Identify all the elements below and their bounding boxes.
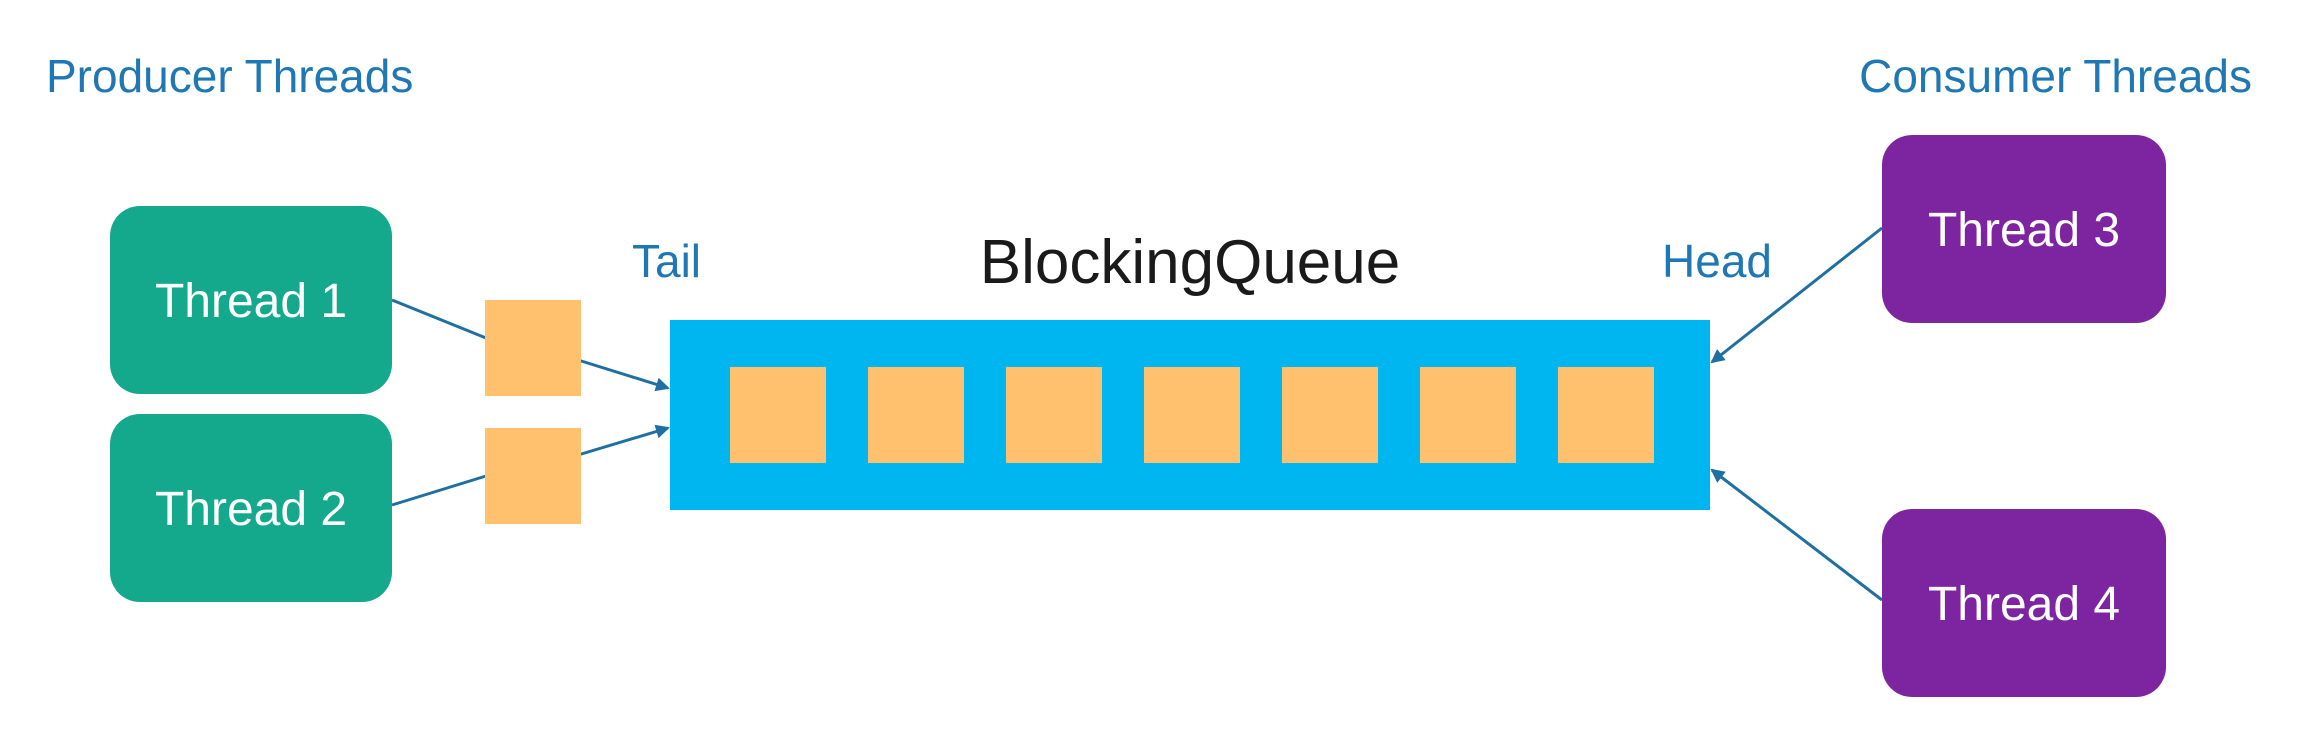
- queue-item: [1420, 367, 1516, 463]
- producer-thread-2-label: Thread 2: [155, 483, 347, 536]
- consumer-thread-3: Thread 3: [1882, 135, 2166, 323]
- queue-item: [1144, 367, 1240, 463]
- thread-2-to-item-arrow: [391, 474, 487, 507]
- producer-thread-1-box: [110, 206, 392, 394]
- pending-item: [485, 428, 581, 524]
- item-2-to-tail-arrow: [577, 424, 670, 457]
- pending-items: [485, 300, 581, 524]
- consumer-thread-3-label: Thread 3: [1928, 204, 2120, 257]
- producer-thread-2-box: [110, 414, 392, 602]
- flow-arrows: [391, 226, 1883, 602]
- queue-item: [730, 367, 826, 463]
- producer-thread-1-label: Thread 1: [155, 275, 347, 328]
- queue-item: [1282, 367, 1378, 463]
- tail-label: Tail: [632, 235, 701, 287]
- pending-item: [485, 300, 581, 396]
- queue-item: [1006, 367, 1102, 463]
- thread-4-to-head-arrow: [1710, 468, 1883, 602]
- consumer-thread-3-box: [1882, 135, 2166, 323]
- producer-thread-2: Thread 2: [110, 414, 392, 602]
- queue-item: [1558, 367, 1654, 463]
- producer-thread-1: Thread 1: [110, 206, 392, 394]
- consumer-threads-label: Consumer Threads: [1859, 50, 2252, 102]
- consumer-thread-4-box: [1882, 509, 2166, 697]
- head-label: Head: [1662, 235, 1772, 287]
- thread-1-to-item-arrow: [391, 298, 487, 340]
- consumer-thread-4-label: Thread 4: [1928, 578, 2120, 631]
- item-1-to-tail-arrow: [577, 358, 670, 392]
- consumer-thread-4: Thread 4: [1882, 509, 2166, 697]
- queue-title: BlockingQueue: [980, 228, 1401, 297]
- producer-threads-label: Producer Threads: [46, 50, 413, 102]
- queue-items: [730, 367, 1654, 463]
- queue-item: [868, 367, 964, 463]
- thread-3-to-head-arrow: [1710, 226, 1883, 364]
